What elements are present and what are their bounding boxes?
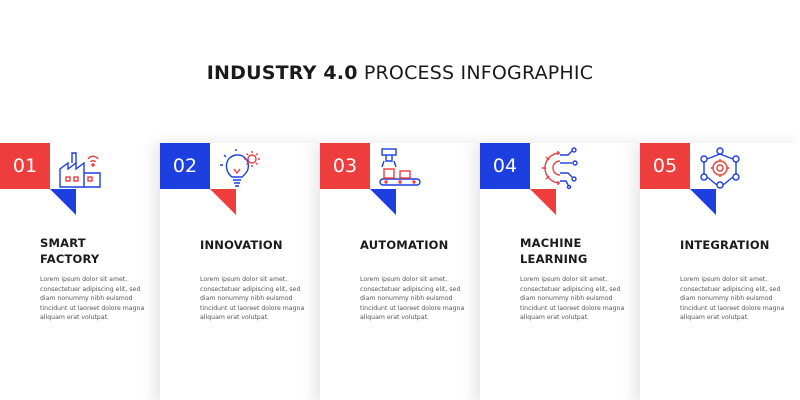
- step-heading: INTEGRATION: [680, 238, 770, 252]
- step-number-badge: 04: [480, 143, 530, 189]
- step-body-text: Lorem ipsum dolor sit amet, consectetuer…: [520, 276, 625, 322]
- step-pointer-triangle: [530, 189, 556, 215]
- step-pointer-triangle: [690, 189, 716, 215]
- step-body-text: Lorem ipsum dolor sit amet, consectetuer…: [200, 276, 305, 322]
- step-body-text: Lorem ipsum dolor sit amet, consectetuer…: [680, 276, 785, 322]
- step-heading: INNOVATION: [200, 238, 283, 252]
- factory-wifi-icon: [59, 152, 101, 188]
- page-title: INDUSTRY 4.0 PROCESS INFOGRAPHIC: [0, 62, 800, 84]
- step-card-3: 03 AUTOMATION Lorem ipsum dolor sit amet…: [320, 143, 480, 400]
- gear-circuit-icon: [542, 147, 578, 189]
- step-number-badge: 01: [0, 143, 50, 189]
- step-pointer-triangle: [370, 189, 396, 215]
- step-card-4: 04 MACHINE LEARNING Lorem ipsum dolor si…: [480, 143, 640, 400]
- robot-arm-conveyor-icon: [379, 148, 421, 186]
- step-number-badge: 05: [640, 143, 690, 189]
- title-light: PROCESS INFOGRAPHIC: [363, 62, 594, 84]
- lightbulb-gear-icon: [220, 149, 260, 187]
- step-number-badge: 03: [320, 143, 370, 189]
- title-bold: INDUSTRY 4.0: [206, 62, 358, 84]
- step-heading: AUTOMATION: [360, 238, 449, 252]
- step-pointer-triangle: [50, 189, 76, 215]
- step-number-badge: 02: [160, 143, 210, 189]
- step-body-text: Lorem ipsum dolor sit amet, consectetuer…: [360, 276, 465, 322]
- step-card-1: 01 SMART FACTORY Lorem ipsum dolor sit a…: [0, 143, 160, 400]
- step-pointer-triangle: [210, 189, 236, 215]
- step-card-2: 02 INNOVATION Lorem ipsum dolor sit amet…: [160, 143, 320, 400]
- step-heading: MACHINE LEARNING: [520, 236, 588, 266]
- step-heading: SMART FACTORY: [40, 236, 100, 266]
- network-gear-icon: [700, 147, 740, 189]
- step-body-text: Lorem ipsum dolor sit amet, consectetuer…: [40, 276, 145, 322]
- step-card-5: 05 INTEGRATION Lorem ipsum dolor sit ame…: [640, 143, 800, 400]
